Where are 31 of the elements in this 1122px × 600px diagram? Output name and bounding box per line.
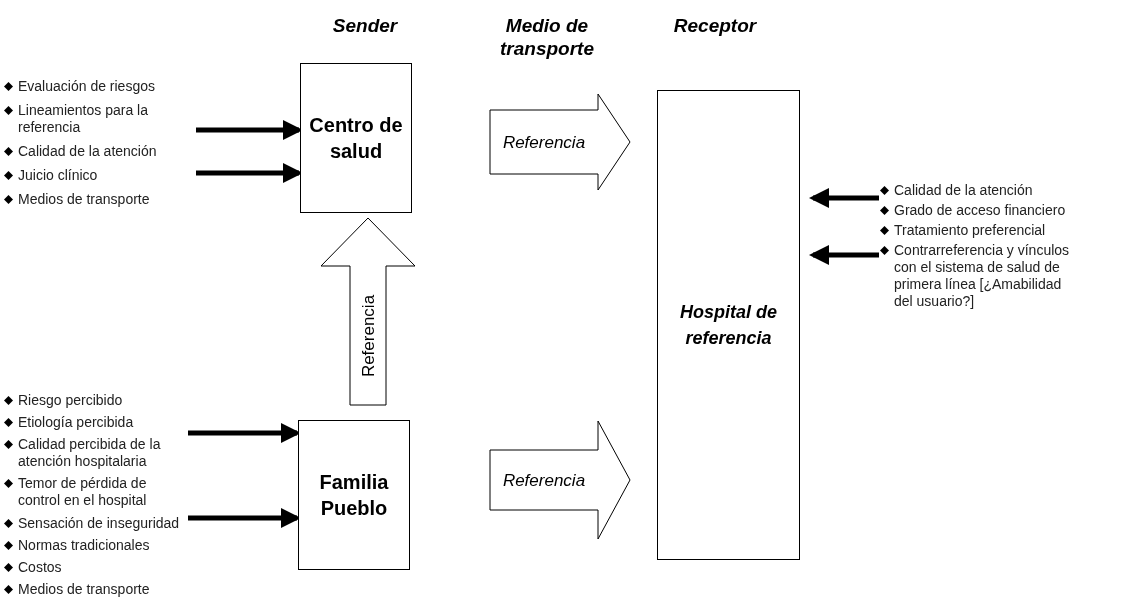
edge-label: Referencia	[359, 294, 377, 377]
list-item: Evaluación de riesgos	[18, 78, 155, 95]
block-arrow	[489, 93, 631, 191]
block-arrow	[320, 217, 416, 406]
column-heading: Receptor	[672, 14, 758, 37]
edge-label: Referencia	[502, 133, 586, 151]
list-item: Medios de transporte	[18, 581, 150, 598]
list-item: Sensación de inseguridad	[18, 514, 180, 532]
list-item: Costos	[18, 558, 62, 576]
arrow	[809, 245, 879, 265]
list-item: Etiología percibida	[18, 414, 134, 432]
process-box: Familia Pueblo	[298, 420, 410, 570]
list-item: Contrarreferencia y vínculos con el sistema de salud de primera línea [¿Amabilidad del usuario?]	[894, 242, 1071, 310]
list-item: Calidad de la atención	[894, 182, 1033, 199]
list-item: Medios de transporte	[18, 191, 150, 208]
process-box: Hospital de referencia	[657, 90, 800, 560]
edge-label: Referencia	[502, 471, 586, 489]
process-box: Centro de salud	[300, 63, 412, 213]
list-item: Grado de acceso financiero	[894, 202, 1066, 219]
column-heading: Sender	[331, 14, 399, 37]
list-item: Calidad de la atención	[18, 143, 157, 160]
list-item: Calidad percibida de la atención hospitalaria	[18, 436, 162, 471]
block-arrow	[489, 420, 631, 540]
list-item: Tratamiento preferencial	[894, 222, 1046, 239]
list-item: Normas tradicionales	[18, 536, 150, 554]
list-item: Juicio clínico	[18, 167, 98, 184]
column-heading: Medio de transporte	[499, 14, 595, 60]
list-item: Lineamientos para la referencia	[18, 102, 149, 136]
list-item: Temor de pérdida de control en el hospital	[18, 475, 148, 510]
arrow	[809, 188, 879, 208]
list-item: Riesgo percibido	[18, 392, 123, 409]
